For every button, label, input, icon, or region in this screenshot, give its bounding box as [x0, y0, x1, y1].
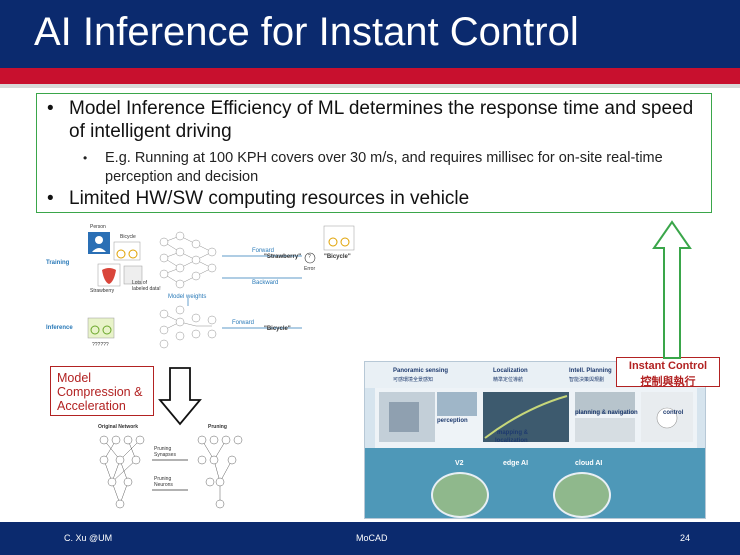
pruning-diagram: Original Network Pruning Pruning Synapse… — [92, 420, 262, 520]
slide-title: AI Inference for Instant Control — [34, 10, 579, 54]
pruning-neurons-label: Pruning Neurons — [154, 476, 173, 488]
bullet-1: • Model Inference Efficiency of ML deter… — [47, 97, 697, 143]
unknown-label: ?????? — [92, 342, 109, 348]
bullet-1-sub-text: E.g. Running at 100 KPH covers over 30 m… — [105, 150, 663, 185]
planning-navigation-tag: planning & navigation — [575, 410, 638, 416]
red-accent-bar — [0, 68, 740, 84]
bullet-dot: • — [83, 151, 88, 165]
control-tag: control — [663, 410, 684, 416]
scene-images-row — [375, 388, 697, 448]
compression-label: Model Compression & Acceleration — [57, 371, 143, 413]
bullet-2-text: Limited HW/SW computing resources in veh… — [69, 188, 470, 209]
forward-label: Forward — [252, 248, 275, 254]
cloud-scene-image — [553, 472, 611, 518]
compression-box: Model Compression & Acceleration — [50, 366, 154, 416]
bullet-dot: • — [47, 98, 54, 119]
person-label: Person — [90, 224, 106, 230]
pruning-label: Pruning — [208, 424, 227, 430]
edge-ai-label: edge AI — [503, 460, 529, 467]
neural-network-figure — [42, 222, 364, 352]
up-arrow-icon — [652, 220, 692, 359]
v2-scene-image — [431, 472, 489, 518]
pruning-synapses-label: Pruning Synapses — [154, 446, 176, 458]
strawberry-output: "Strawberry" — [264, 254, 302, 260]
bicycle-label: Bicycle — [120, 234, 136, 240]
cloud-ai-label: cloud AI — [575, 460, 603, 467]
header-bar: AI Inference for Instant Control — [0, 0, 740, 68]
footer-center: MoCAD — [356, 533, 388, 543]
mapping-tag: mapping & — [497, 430, 528, 436]
bullet-box: • Model Inference Efficiency of ML deter… — [36, 93, 712, 213]
backward-label: Backward — [252, 280, 279, 286]
instant-control-zh-label: 控制與執行 — [640, 376, 696, 388]
v2-label: V2 — [455, 460, 464, 467]
error-label: Error — [304, 266, 316, 272]
original-network-label: Original Network — [98, 424, 139, 430]
forward-inference-label: Forward — [232, 320, 255, 326]
localization-zh-label: 精準定位導航 — [493, 377, 524, 383]
training-inference-diagram: Training Inference Person Bicycle Strawb… — [42, 222, 364, 352]
localization-tag: localization — [495, 438, 528, 444]
footer-bar: C. Xu @UM MoCAD 24 — [0, 522, 740, 555]
panel-bottom: V2 edge AI cloud AI — [365, 448, 705, 518]
labeled-data-label: labeled data! — [132, 286, 161, 292]
perception-tag: perception — [437, 418, 468, 424]
gray-divider — [0, 84, 740, 88]
page-number: 24 — [680, 533, 691, 543]
panoramic-label: Panoramic sensing — [393, 368, 449, 374]
panoramic-zh-label: 可感環境全景感知 — [393, 377, 434, 383]
lots-of-label: Lots of — [132, 280, 148, 286]
bullet-1-text: Model Inference Efficiency of ML determi… — [69, 98, 694, 142]
planning-zh-label: 智能決策與規劃 — [569, 377, 605, 383]
scene-images — [379, 392, 693, 442]
instant-control-label: Instant Control — [628, 360, 708, 372]
autonomous-driving-panel: Panoramic sensing 可感環境全景感知 Localization … — [364, 361, 706, 519]
question-mark: ? — [308, 254, 311, 260]
planning-label: Intell. Planning — [569, 368, 612, 374]
instant-control-box: Instant Control 控制與執行 — [616, 357, 720, 388]
bullet-1-sub: • E.g. Running at 100 KPH covers over 30… — [83, 149, 693, 187]
down-arrow-icon — [158, 367, 202, 426]
strawberry-label: Strawberry — [90, 288, 115, 294]
bicycle-inference-output: "Bicycle" — [264, 326, 291, 332]
model-weights-label: Model weights — [168, 294, 207, 300]
bicycle-target: "Bicycle" — [324, 254, 351, 260]
bullet-2: • Limited HW/SW computing resources in v… — [47, 187, 697, 210]
bullet-dot: • — [47, 188, 54, 209]
inference-label: Inference — [46, 325, 73, 331]
footer-author: C. Xu @UM — [64, 533, 113, 543]
training-label: Training — [46, 260, 70, 266]
pruning-network-figure — [99, 435, 243, 509]
localization-label: Localization — [493, 368, 528, 374]
